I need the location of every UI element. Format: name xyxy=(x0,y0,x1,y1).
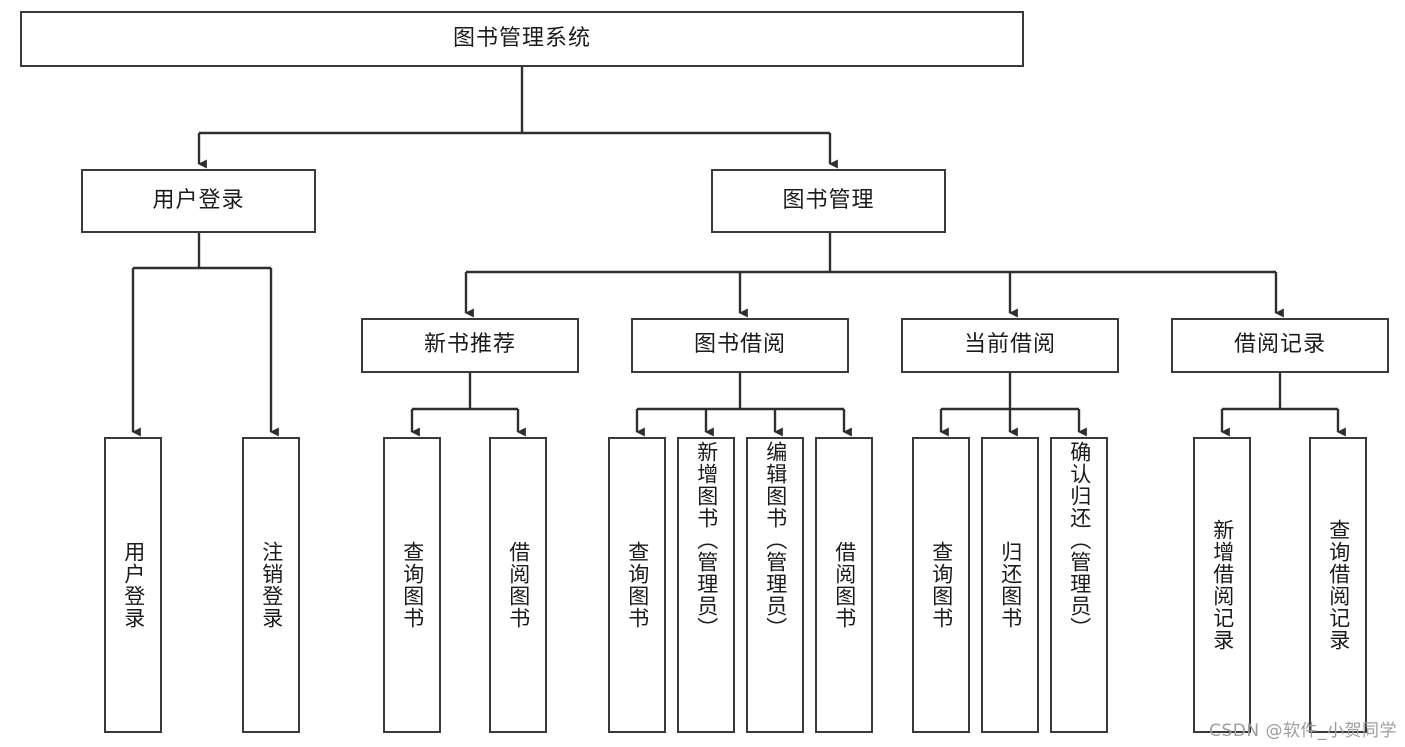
leaf-text-wrap: 编辑图书（管理员） xyxy=(748,439,802,731)
leaf-borrow-borrow-book-label: 借阅图书 xyxy=(832,541,857,629)
leaf-text-wrap: 借阅图书 xyxy=(491,439,545,731)
leaf-text-wrap: 查询图书 xyxy=(385,439,439,731)
leaf-text-wrap: 借阅图书 xyxy=(817,439,871,731)
leaf-record-query-record-label: 查询借阅记录 xyxy=(1326,519,1351,651)
node-user-login[interactable]: 用户登录 xyxy=(81,169,316,233)
leaf-recommend-borrow-book[interactable]: 借阅图书 xyxy=(489,437,547,733)
leaf-user-login-logout-label: 注销登录 xyxy=(259,541,284,629)
leaf-borrow-query-book[interactable]: 查询图书 xyxy=(608,437,666,733)
leaf-recommend-borrow-book-label: 借阅图书 xyxy=(506,541,531,629)
leaf-borrow-add-book-admin-label: 新增图书（管理员） xyxy=(694,441,719,639)
leaf-record-query-record[interactable]: 查询借阅记录 xyxy=(1309,437,1367,733)
leaf-current-query-book[interactable]: 查询图书 xyxy=(912,437,970,733)
leaf-text-wrap: 新增借阅记录 xyxy=(1195,439,1249,731)
leaf-borrow-add-book-admin[interactable]: 新增图书（管理员） xyxy=(677,437,735,733)
leaf-borrow-query-book-label: 查询图书 xyxy=(625,541,650,629)
leaf-text-wrap: 查询图书 xyxy=(610,439,664,731)
leaf-current-query-book-label: 查询图书 xyxy=(929,541,954,629)
node-new-book-recommend-label: 新书推荐 xyxy=(423,332,516,358)
leaf-text-wrap: 确认归还（管理员） xyxy=(1052,439,1106,731)
node-book-management-label: 图书管理 xyxy=(782,187,875,213)
leaf-recommend-query-book-label: 查询图书 xyxy=(400,541,425,629)
leaf-borrow-borrow-book[interactable]: 借阅图书 xyxy=(815,437,873,733)
leaf-current-return-book[interactable]: 归还图书 xyxy=(981,437,1039,733)
csdn-watermark: CSDN @软件_小贺同学 xyxy=(1209,721,1397,741)
node-root-label: 图书管理系统 xyxy=(452,25,591,51)
leaf-text-wrap: 查询图书 xyxy=(914,439,968,731)
node-user-login-label: 用户登录 xyxy=(152,187,245,213)
node-book-borrow[interactable]: 图书借阅 xyxy=(631,318,849,373)
node-borrow-record[interactable]: 借阅记录 xyxy=(1171,318,1389,373)
leaf-record-add-record[interactable]: 新增借阅记录 xyxy=(1193,437,1251,733)
leaf-user-login-logout[interactable]: 注销登录 xyxy=(242,437,300,733)
node-current-borrow-label: 当前借阅 xyxy=(963,332,1056,358)
leaf-user-login-login[interactable]: 用户登录 xyxy=(104,437,162,733)
leaf-record-add-record-label: 新增借阅记录 xyxy=(1210,519,1235,651)
node-book-management[interactable]: 图书管理 xyxy=(711,169,946,233)
leaf-borrow-edit-book-admin[interactable]: 编辑图书（管理员） xyxy=(746,437,804,733)
leaf-text-wrap: 查询借阅记录 xyxy=(1311,439,1365,731)
leaf-text-wrap: 注销登录 xyxy=(244,439,298,731)
leaf-current-confirm-return-admin[interactable]: 确认归还（管理员） xyxy=(1050,437,1108,733)
node-current-borrow[interactable]: 当前借阅 xyxy=(901,318,1119,373)
leaf-recommend-query-book[interactable]: 查询图书 xyxy=(383,437,441,733)
leaf-current-confirm-return-admin-label: 确认归还（管理员） xyxy=(1067,441,1092,639)
node-root[interactable]: 图书管理系统 xyxy=(20,11,1024,67)
node-borrow-record-label: 借阅记录 xyxy=(1233,332,1326,358)
leaf-text-wrap: 用户登录 xyxy=(106,439,160,731)
leaf-user-login-login-label: 用户登录 xyxy=(121,541,146,629)
leaf-text-wrap: 归还图书 xyxy=(983,439,1037,731)
leaf-borrow-edit-book-admin-label: 编辑图书（管理员） xyxy=(763,441,788,639)
node-new-book-recommend[interactable]: 新书推荐 xyxy=(361,318,579,373)
leaf-text-wrap: 新增图书（管理员） xyxy=(679,439,733,731)
leaf-current-return-book-label: 归还图书 xyxy=(998,541,1023,629)
node-book-borrow-label: 图书借阅 xyxy=(693,332,786,358)
